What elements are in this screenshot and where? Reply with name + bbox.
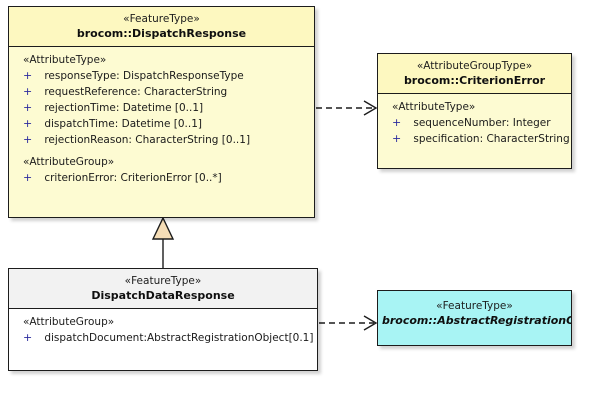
hollow-triangle-head-icon (151, 216, 175, 240)
attribute-row[interactable]: + specification: CharacterString (378, 131, 571, 147)
visibility-marker: + (392, 132, 402, 145)
visibility-marker: + (23, 171, 33, 184)
attribute-signature: responseType: DispatchResponseType (44, 70, 244, 82)
attribute-row[interactable]: + criterionError: CriterionError [0..*] (9, 170, 314, 186)
class-box-dispatch-data-response[interactable]: «FeatureType» DispatchDataResponse «Attr… (8, 268, 318, 371)
stereotype-label: «AttributeGroupType» (416, 60, 533, 72)
attribute-row[interactable]: + dispatchTime: Datetime [0..1] (9, 116, 314, 132)
attribute-signature: criterionError: CriterionError [0..*] (44, 172, 222, 184)
class-box-dispatch-response[interactable]: «FeatureType» brocom::DispatchResponse «… (8, 6, 315, 218)
attribute-row[interactable]: + dispatchDocument:AbstractRegistrationO… (9, 330, 317, 346)
visibility-marker: + (23, 85, 33, 98)
compartment-label-attributegroup: «AttributeGroup» (23, 156, 115, 168)
attribute-row[interactable]: + responseType: DispatchResponseType (9, 68, 314, 84)
compartment-label-attributetype: «AttributeType» (23, 54, 107, 66)
generalization-dispatchdataresponse-to-dispatchresponse[interactable] (151, 216, 175, 268)
class-box-abstract-registration-object[interactable]: «FeatureType» brocom::AbstractRegistrati… (377, 290, 572, 346)
stereotype-label: «FeatureType» (123, 13, 200, 25)
visibility-marker: + (392, 116, 402, 129)
class-name-label: brocom::DispatchResponse (76, 27, 247, 40)
visibility-marker: + (23, 69, 33, 82)
compartment-label-attributegroup: «AttributeGroup» (23, 316, 115, 328)
attribute-signature: requestReference: CharacterString (44, 86, 228, 98)
attribute-row[interactable]: + requestReference: CharacterString (9, 84, 314, 100)
class-box-criterion-error[interactable]: «AttributeGroupType» brocom::CriterionEr… (377, 53, 572, 169)
attribute-signature: sequenceNumber: Integer (413, 117, 551, 129)
class-body-criterion-error: «AttributeType» + sequenceNumber: Intege… (378, 94, 571, 153)
attribute-signature: rejectionTime: Datetime [0..1] (44, 102, 204, 114)
class-name-label: DispatchDataResponse (91, 289, 235, 302)
stereotype-label: «FeatureType» (124, 275, 202, 287)
attribute-row[interactable]: + rejectionTime: Datetime [0..1] (9, 100, 314, 116)
class-header-dispatch-response: «FeatureType» brocom::DispatchResponse (9, 7, 314, 47)
class-header-criterion-error: «AttributeGroupType» brocom::CriterionEr… (378, 54, 571, 94)
open-arrow-head-icon (363, 100, 378, 116)
open-arrow-head-icon (363, 315, 378, 331)
attribute-row[interactable]: + sequenceNumber: Integer (378, 115, 571, 131)
visibility-marker: + (23, 101, 33, 114)
compartment-label-attributetype: «AttributeType» (392, 101, 476, 113)
class-name-label: brocom::AbstractRegistrationObject (382, 314, 571, 327)
class-name-label: brocom::CriterionError (403, 74, 546, 87)
attribute-signature: rejectionReason: CharacterString [0..1] (44, 134, 251, 146)
attribute-signature: specification: CharacterString (413, 133, 570, 145)
stereotype-label: «FeatureType» (436, 300, 513, 312)
dependency-dispatchresponse-to-criterionerror[interactable] (316, 100, 378, 116)
attribute-signature: dispatchTime: Datetime [0..1] (44, 118, 202, 130)
visibility-marker: + (23, 331, 33, 344)
visibility-marker: + (23, 133, 33, 146)
attribute-signature: dispatchDocument:AbstractRegistrationObj… (44, 332, 314, 344)
class-header-abstract-registration-object: «FeatureType» brocom::AbstractRegistrati… (378, 291, 571, 333)
class-body-dispatch-data-response: «AttributeGroup» + dispatchDocument:Abst… (9, 309, 317, 352)
dependency-dispatchdataresponse-to-abstractregistrationobject[interactable] (319, 315, 378, 331)
class-header-dispatch-data-response: «FeatureType» DispatchDataResponse (9, 269, 317, 309)
visibility-marker: + (23, 117, 33, 130)
class-body-dispatch-response: «AttributeType» + responseType: Dispatch… (9, 47, 314, 192)
attribute-row[interactable]: + rejectionReason: CharacterString [0..1… (9, 132, 314, 148)
